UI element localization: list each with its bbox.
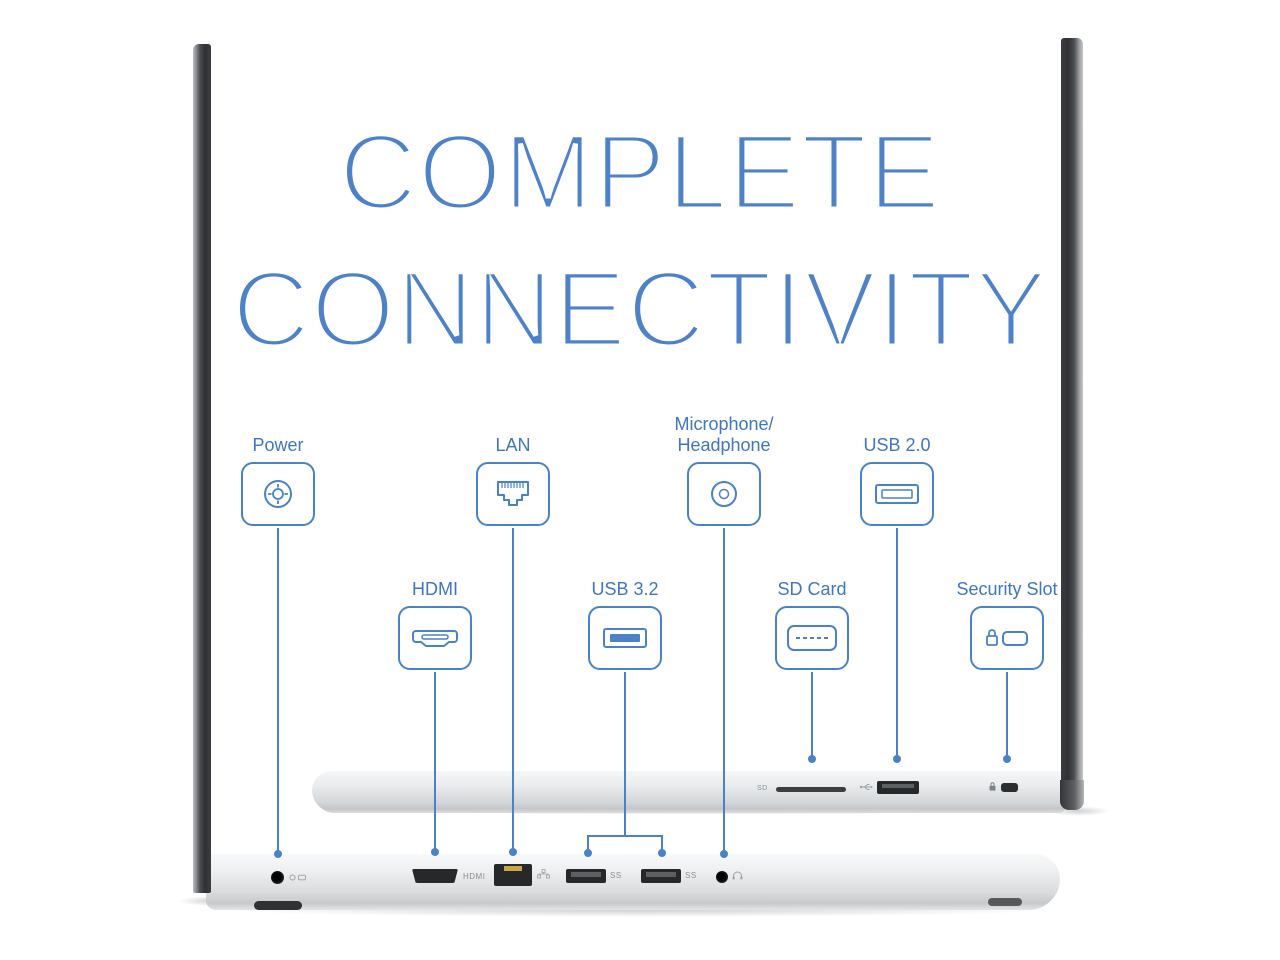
callout-mic-headphone: Microphone/ Headphone bbox=[674, 414, 774, 526]
callout-sd-card: SD Card bbox=[775, 579, 849, 670]
connector-usb32-line bbox=[624, 672, 626, 836]
connector-mic-dot bbox=[720, 850, 728, 858]
connector-usb32-stub-2 bbox=[661, 835, 663, 850]
usb32-icon bbox=[603, 628, 647, 648]
connector-lan-dot bbox=[509, 848, 517, 856]
usb-port-2-tongue bbox=[646, 872, 676, 877]
callout-usb32-label: USB 3.2 bbox=[591, 579, 659, 600]
lan-marking-icon bbox=[537, 869, 550, 879]
callout-usb20: USB 2.0 bbox=[860, 435, 934, 526]
power-marking-icon bbox=[289, 874, 306, 881]
callout-security-slot: Security Slot bbox=[956, 579, 1058, 670]
connector-power-dot bbox=[274, 850, 282, 858]
title-line-1: COMPLETE bbox=[336, 111, 942, 232]
connector-hdmi-dot bbox=[431, 848, 439, 856]
callout-hdmi-label: HDMI bbox=[412, 579, 458, 600]
laptop-right-lid-foot bbox=[1060, 780, 1084, 810]
callout-hdmi: HDMI bbox=[398, 579, 472, 670]
connector-usb20-dot bbox=[893, 755, 901, 763]
usb-port-1-tongue bbox=[571, 872, 601, 877]
callout-lan-label: LAN bbox=[495, 435, 531, 456]
callout-power-label: Power bbox=[252, 435, 304, 456]
lan-port bbox=[494, 864, 532, 886]
usb-marking-icon bbox=[859, 783, 873, 791]
connector-security-line bbox=[1006, 672, 1008, 757]
power-jack-port bbox=[271, 871, 284, 884]
callout-usb20-label: USB 2.0 bbox=[863, 435, 931, 456]
sd-card-slot bbox=[776, 787, 846, 792]
laptop-upper-base bbox=[312, 770, 1065, 813]
right-lid-shadow bbox=[1046, 806, 1110, 816]
callout-mic-headphone-label: Microphone/ Headphone bbox=[634, 414, 814, 457]
headphone-marking-icon bbox=[732, 871, 743, 880]
lock-marking-icon bbox=[989, 782, 996, 791]
connector-sd-dot bbox=[808, 755, 816, 763]
hdmi-icon bbox=[412, 630, 458, 647]
title-line-2: CONNECTIVITY bbox=[229, 248, 1049, 369]
connector-usb32-dot-1 bbox=[584, 849, 592, 857]
hdmi-port-marking: HDMI bbox=[463, 872, 486, 881]
sd-slot-marking: SD bbox=[757, 785, 768, 792]
callout-power: Power bbox=[241, 435, 315, 526]
laptop-rubber-foot-left bbox=[254, 901, 302, 910]
usb-port-2-marking: SS bbox=[685, 871, 697, 880]
connector-mic-line bbox=[723, 528, 725, 852]
security-lock-slot bbox=[1001, 783, 1018, 792]
connector-usb32-dot-2 bbox=[658, 849, 666, 857]
usb20-icon bbox=[875, 484, 919, 504]
microphone-headphone-icon bbox=[711, 481, 737, 507]
callout-lan: LAN bbox=[476, 435, 550, 526]
lan-icon bbox=[497, 481, 529, 506]
connector-usb20-line bbox=[896, 528, 898, 756]
power-icon bbox=[264, 480, 292, 508]
sd-card-icon bbox=[787, 625, 837, 651]
callout-usb32: USB 3.2 bbox=[588, 579, 662, 670]
connector-lan-line bbox=[512, 528, 514, 849]
hdmi-port bbox=[412, 869, 458, 883]
usb20-port-tongue bbox=[882, 784, 914, 788]
callout-mic-headphone-label-line1: Microphone/ bbox=[674, 413, 774, 434]
laptop-right-lid bbox=[1061, 38, 1083, 783]
usb-port-1-marking: SS bbox=[610, 871, 622, 880]
connector-usb32-branch bbox=[587, 835, 663, 837]
laptop-left-lid bbox=[193, 44, 211, 893]
connector-hdmi-line bbox=[434, 672, 436, 849]
lan-port-contacts bbox=[504, 866, 522, 871]
connector-security-dot bbox=[1003, 755, 1011, 763]
callout-mic-headphone-label-line2: Headphone bbox=[677, 435, 771, 456]
connector-power-line bbox=[277, 528, 279, 852]
laptop-rubber-foot-right bbox=[988, 898, 1022, 906]
callout-security-slot-label: Security Slot bbox=[956, 579, 1058, 600]
audio-jack-port bbox=[716, 871, 728, 883]
laptop-bottom-base bbox=[206, 853, 1060, 910]
security-slot-icon bbox=[986, 629, 1028, 646]
connector-sd-line bbox=[811, 672, 813, 757]
callout-sd-card-label: SD Card bbox=[777, 579, 847, 600]
connector-usb32-stub-1 bbox=[587, 835, 589, 850]
